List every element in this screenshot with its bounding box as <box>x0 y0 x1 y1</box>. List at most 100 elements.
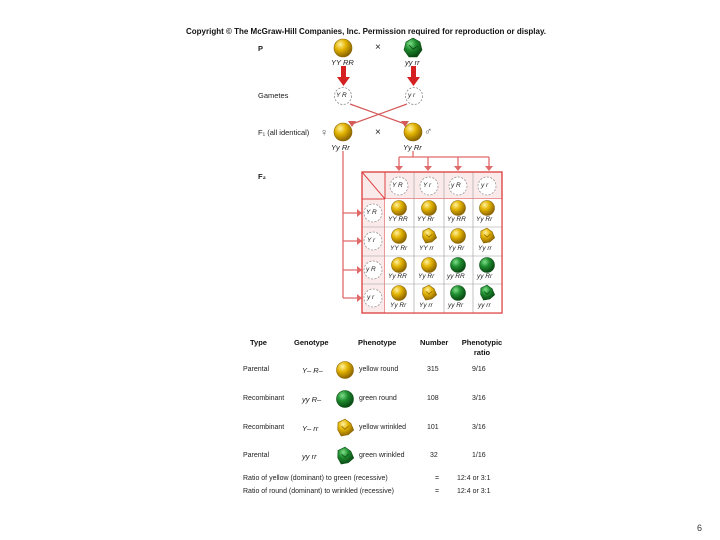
row-phenotype: yellow round <box>359 366 399 373</box>
ratio-round-wrinkled-value: 12:4 or 3:1 <box>457 488 491 495</box>
f1-seed-female <box>333 122 353 142</box>
gametes-label: Gametes <box>258 91 289 100</box>
punnett-cell-genotype: Yy Rr <box>476 216 493 223</box>
yellow-round-seed-icon <box>421 257 437 273</box>
punnett-cell-genotype: Yy Rr <box>418 273 435 280</box>
yellow-round-seed-icon <box>479 200 495 216</box>
row-number: 108 <box>427 395 439 402</box>
punnett-seeds <box>391 200 496 301</box>
gamete-circle-2 <box>405 87 423 105</box>
row-genotype: Y– R– <box>302 366 323 375</box>
header-phenotypic-ratio: Phenotypic ratio <box>461 338 503 357</box>
ratio-yellow-green-value: 12:4 or 3:1 <box>457 475 491 482</box>
cross-symbol-f1: × <box>375 127 381 138</box>
yellow-round-seed-icon <box>391 285 407 301</box>
yellow-wrinkled-seed-icon <box>337 418 355 437</box>
gamete1-label: Y R <box>336 92 347 99</box>
f1-genotype-female: Yy Rr <box>331 143 350 152</box>
punnett-cell-genotype: Yy RR <box>388 273 407 280</box>
punnett-cell-genotype: Yy Rr <box>448 245 465 252</box>
arrowhead <box>348 121 356 127</box>
parent1-genotype: YY RR <box>331 58 354 67</box>
female-symbol: ♀ <box>320 127 329 139</box>
gamete-circle-1 <box>334 87 352 105</box>
row-ratio: 1/16 <box>472 452 486 459</box>
green-round-seed-icon <box>479 257 495 273</box>
f1-label: F₁ (all identical) <box>258 128 310 137</box>
row-phenotype: green round <box>359 395 397 402</box>
row-ratio: 3/16 <box>472 424 486 431</box>
f1-seed-male <box>403 122 423 142</box>
green-wrinkled-seed-icon <box>337 446 355 465</box>
parent2-seed-wrinkled <box>403 37 423 58</box>
cross-symbol: × <box>375 42 381 53</box>
punnett-cell-genotype: Yy Rr <box>390 302 407 309</box>
row-gamete-circles <box>363 203 383 308</box>
punnett-cell-genotype: yy rr <box>478 302 491 309</box>
row-genotype: Y– rr <box>302 424 319 433</box>
green-round-seed-icon <box>450 257 466 273</box>
green-wrinkled-seed-icon <box>480 284 496 301</box>
yellow-round-seed-icon <box>391 257 407 273</box>
punnett-cell-genotype: yy Rr <box>448 302 464 309</box>
col-gamete-label: Y R <box>392 182 403 189</box>
punnett-cell-genotype: Yy rr <box>478 245 492 252</box>
row-number: 32 <box>430 452 438 459</box>
ratio-round-wrinkled-label: Ratio of round (dominant) to wrinkled (r… <box>243 488 394 495</box>
row-type: Recombinant <box>243 424 285 431</box>
parent1-seed <box>333 38 353 58</box>
green-round-seed-icon <box>450 285 466 301</box>
punnett-cell-genotype: yy RR <box>447 273 465 280</box>
row-gamete-label: y r <box>367 294 375 301</box>
parent2-genotype: yy rr <box>405 58 420 67</box>
col-gamete-label: Y r <box>423 182 432 189</box>
punnett-cell-genotype: Yy rr <box>419 302 433 309</box>
f2-label: F₂ <box>258 172 266 181</box>
row-phenotype: yellow wrinkled <box>359 424 407 431</box>
yellow-wrinkled-seed-icon <box>422 284 438 301</box>
row-gamete-label: Y r <box>367 237 376 244</box>
header-phenotype: Phenotype <box>358 338 397 347</box>
f1-to-rows-connector <box>342 151 360 299</box>
red-arrow-right <box>407 66 420 86</box>
yellow-round-seed-icon <box>336 361 354 379</box>
f1-to-columns-connector <box>398 151 490 168</box>
punnett-cell-genotype: Yy RR <box>447 216 466 223</box>
yellow-round-seed-icon <box>391 200 407 216</box>
row-type: Parental <box>243 366 270 373</box>
row-genotype: yy rr <box>302 452 317 461</box>
row-number: 315 <box>427 366 439 373</box>
row-phenotype: green wrinkled <box>359 452 405 459</box>
p-generation-label: P <box>258 44 264 53</box>
yellow-wrinkled-seed-icon <box>480 227 496 244</box>
row-ratio: 3/16 <box>472 395 486 402</box>
slide-number: 6 <box>697 523 703 533</box>
column-arrowheads <box>395 166 493 171</box>
green-round-seed-icon <box>336 390 354 408</box>
yellow-round-seed-icon <box>421 200 437 216</box>
punnett-cell-genotype: YY rr <box>419 245 434 252</box>
copyright-notice: Copyright © The McGraw-Hill Companies, I… <box>186 27 547 36</box>
yellow-wrinkled-seed-icon <box>422 227 438 244</box>
col-gamete-label: y R <box>451 182 461 189</box>
row-ratio: 9/16 <box>472 366 486 373</box>
row-type: Parental <box>243 452 270 459</box>
crossing-lines <box>349 103 408 125</box>
punnett-cell-genotype: yy Rr <box>477 273 493 280</box>
red-arrow-left <box>337 66 350 86</box>
col-gamete-label: y r <box>481 182 489 189</box>
ratio-op: = <box>435 475 440 482</box>
row-gamete-label: Y R <box>366 209 377 216</box>
punnett-cell-genotype: YY RR <box>388 216 408 223</box>
row-number: 101 <box>427 424 439 431</box>
arrowhead <box>401 121 409 127</box>
column-gamete-circles <box>389 176 497 196</box>
row-genotype: yy R– <box>302 395 322 404</box>
male-symbol: ♂ <box>424 126 433 138</box>
row-type: Recombinant <box>243 395 285 402</box>
yellow-round-seed-icon <box>450 228 466 244</box>
row-arrowheads <box>357 209 362 302</box>
header-number: Number <box>420 338 449 347</box>
ratio-yellow-green-label: Ratio of yellow (dominant) to green (rec… <box>243 475 388 482</box>
